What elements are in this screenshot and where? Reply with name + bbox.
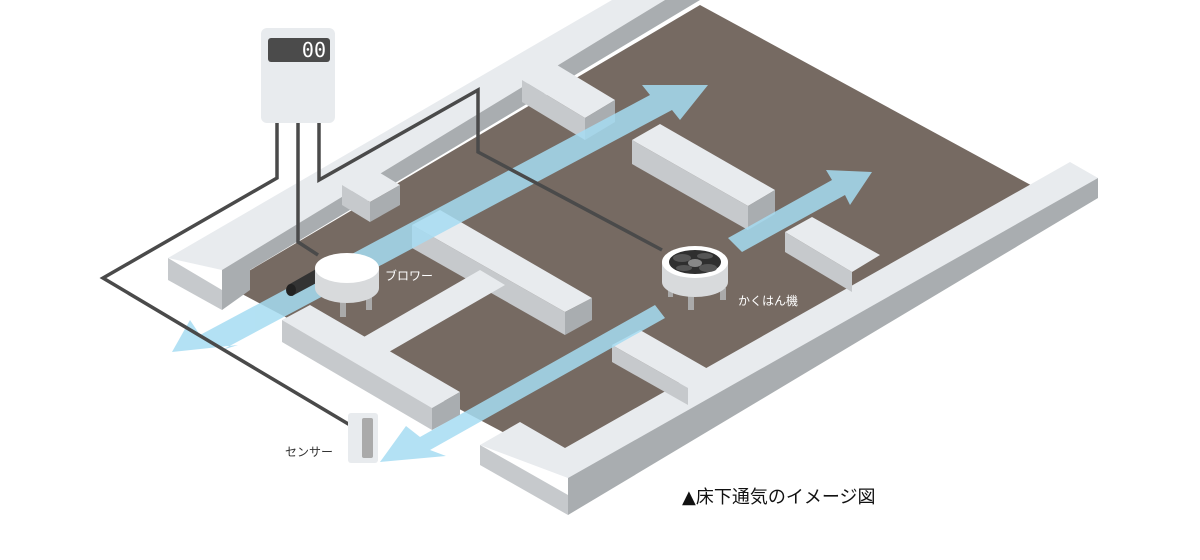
inner-walls [282, 62, 880, 430]
agitator-label: かくはん機 [738, 294, 799, 308]
controller-display: 00 [268, 38, 330, 62]
cables [99, 86, 663, 427]
outer-wall-left [168, 0, 700, 310]
outer-wall-right [480, 162, 1098, 515]
agitator-fan-icon [662, 246, 728, 310]
blower-icon [286, 253, 379, 317]
sensor-label: センサー [285, 445, 334, 459]
airflow-arrow-right [728, 170, 872, 252]
diagram-caption: ▲床下通気のイメージ図 [682, 487, 876, 508]
sensor-icon [348, 413, 378, 463]
blower-label: ブロワー [385, 269, 434, 283]
airflow-arrow-lower [380, 305, 665, 462]
